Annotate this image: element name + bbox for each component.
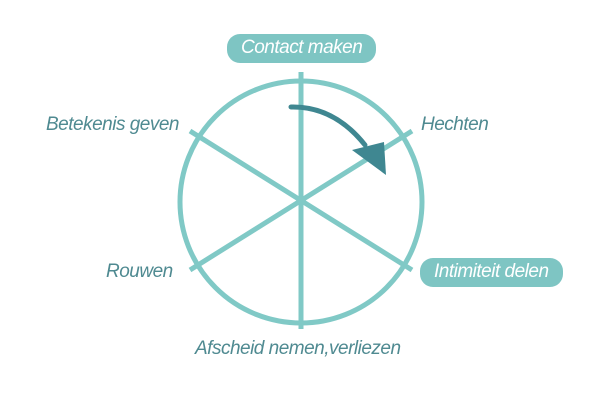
stage-contact-maken: Contact maken (227, 34, 377, 63)
stage-betekenis-geven: Betekenis geven (46, 114, 180, 135)
stage-hechten: Hechten (421, 114, 489, 135)
stage-intimiteit-delen: Intimiteit delen (420, 258, 563, 287)
curved-arrow-clockwise-icon (288, 104, 386, 175)
stage-afscheid-nemen-verliezen: Afscheid nemen,verliezen (195, 338, 401, 359)
stage-rouwen: Rouwen (106, 261, 173, 282)
